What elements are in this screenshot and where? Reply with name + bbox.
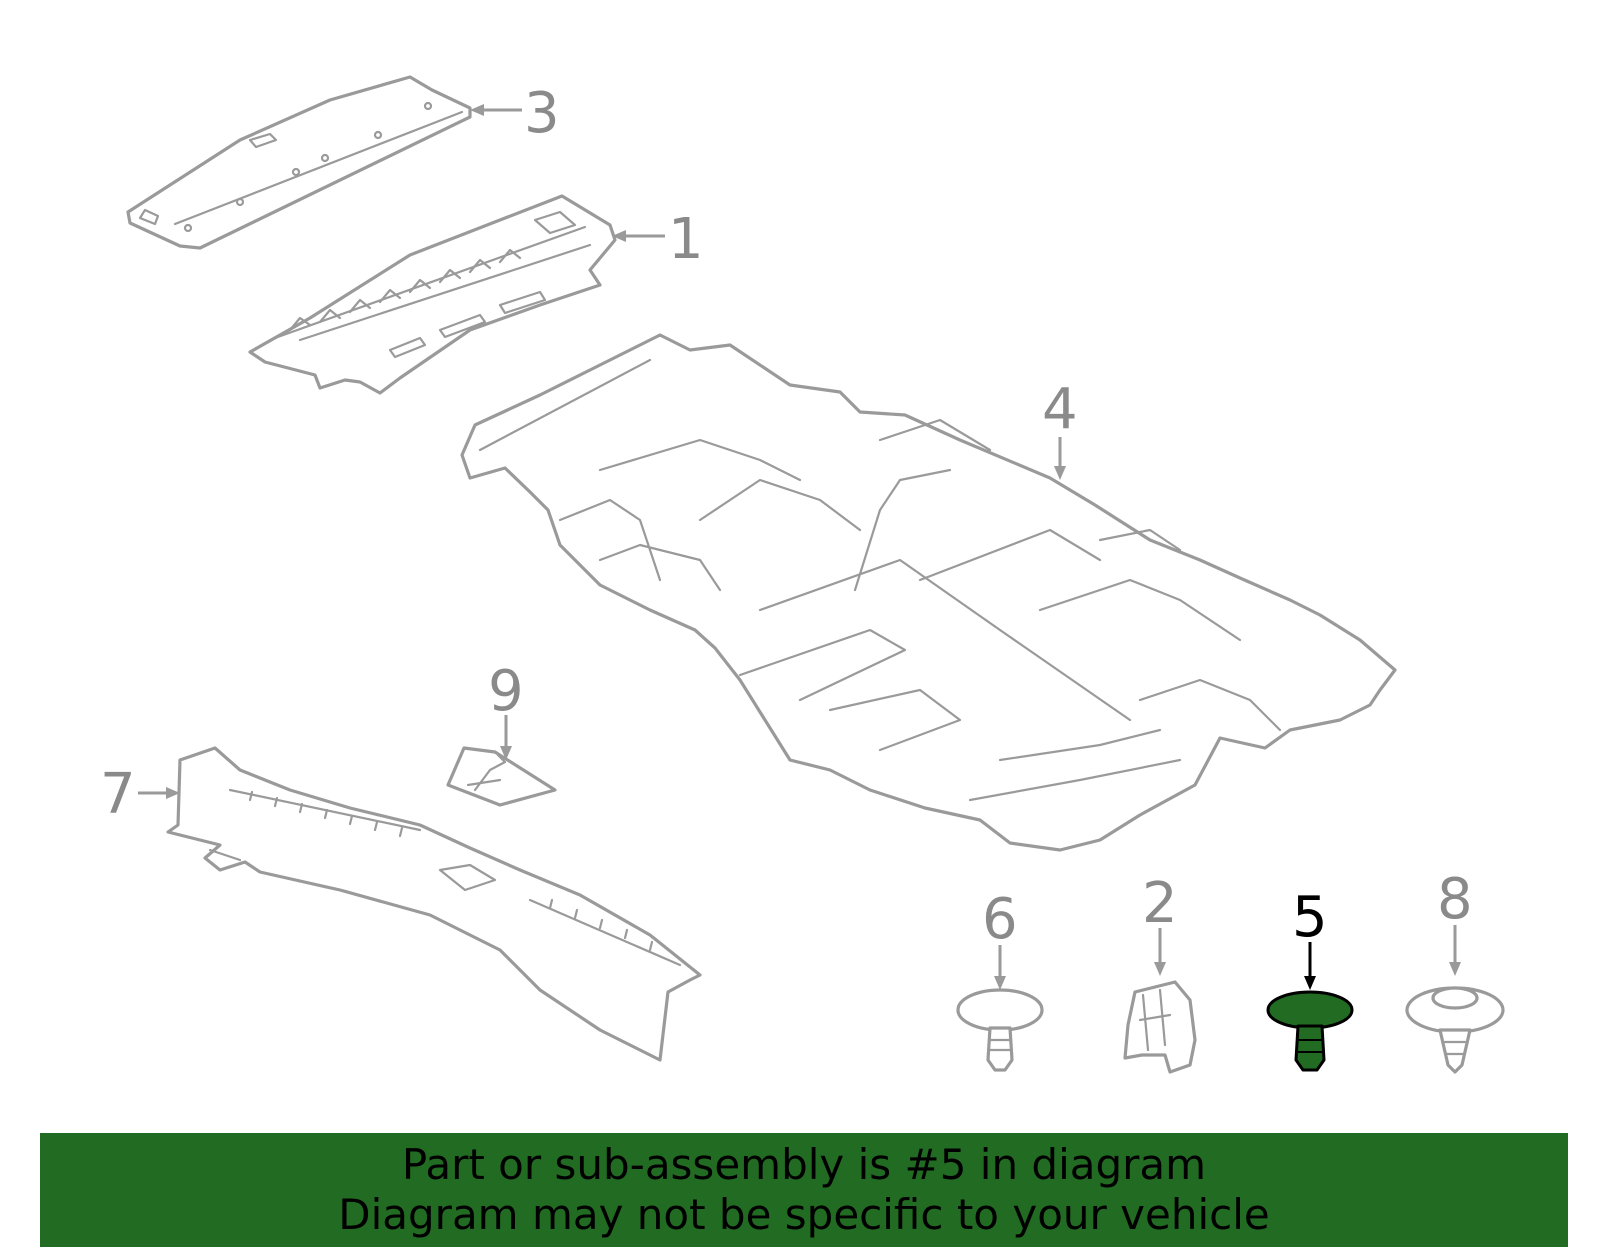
callout-8: 8 (1437, 867, 1473, 932)
part-5-clip-highlighted (1266, 990, 1354, 1072)
callout-6: 6 (982, 887, 1018, 952)
callout-4: 4 (1042, 377, 1078, 442)
callout-5: 5 (1292, 885, 1328, 950)
callout-1: 1 (668, 207, 704, 272)
part-1-floor-trim-panel (248, 194, 617, 395)
part-7-scuff-plate (166, 746, 702, 1062)
part-4-floor-carpet (460, 333, 1397, 852)
part-8-fir-tree-clip (1405, 986, 1505, 1074)
info-banner: Part or sub-assembly is #5 in diagram Di… (40, 1133, 1568, 1247)
part-2-retainer (1123, 980, 1197, 1074)
part-3-cover-panel (126, 75, 472, 250)
callout-9: 9 (488, 659, 524, 724)
callout-3: 3 (524, 81, 560, 146)
part-9-pad (446, 746, 557, 807)
callout-7: 7 (100, 762, 136, 827)
part-6-push-clip (956, 988, 1044, 1072)
callout-2: 2 (1142, 871, 1178, 936)
banner-line-1: Part or sub-assembly is #5 in diagram (401, 1140, 1207, 1189)
banner-line-2: Diagram may not be specific to your vehi… (338, 1190, 1270, 1239)
leader-lines (138, 104, 1461, 990)
